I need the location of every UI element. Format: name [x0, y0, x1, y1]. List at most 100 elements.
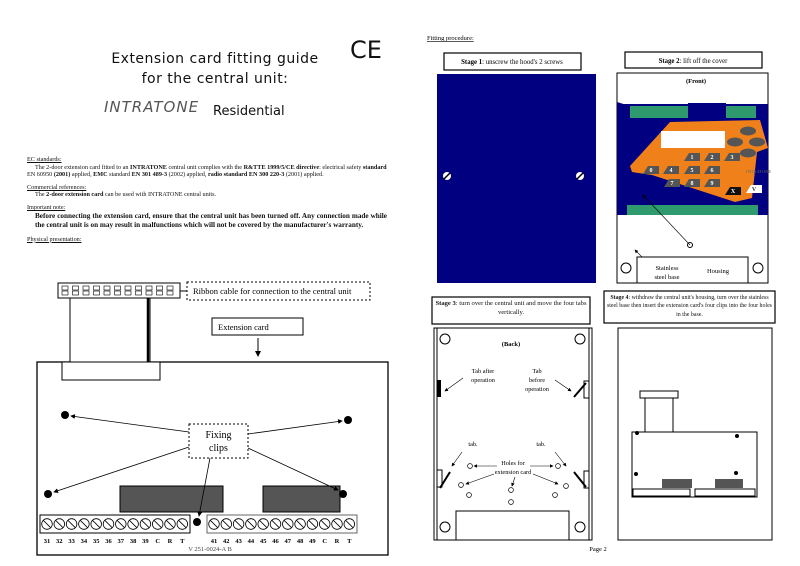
svg-text:8: 8 [691, 181, 694, 187]
housing-label: Housing [707, 268, 730, 275]
clips-label: Fixing [205, 430, 231, 441]
screw-icon [443, 172, 451, 180]
terminal-screw-icon [102, 518, 115, 530]
terminal-number: 45 [260, 538, 267, 545]
terminal-screw-icon [220, 518, 233, 530]
terminal-screw-icon [78, 518, 90, 530]
terminal-number: 35 [93, 538, 100, 545]
svg-text:2: 2 [711, 155, 714, 161]
terminal-screw-icon [245, 518, 257, 530]
ec-text: The 2-door extension card fitted to an I… [27, 163, 387, 179]
card-in-base [631, 390, 758, 498]
keypad-key[interactable]: 0 [643, 166, 659, 174]
svg-text:4: 4 [670, 168, 673, 174]
guide-title-line1: Extension card fitting guide [111, 51, 319, 67]
tab-after-label: Tab after [472, 368, 495, 375]
keypad-key[interactable]: 7 [664, 179, 680, 187]
terminal-number: 41 [211, 538, 218, 545]
svg-text:steel base: steel base [654, 274, 679, 281]
svg-text:0: 0 [650, 168, 653, 174]
svg-text:operation: operation [525, 386, 550, 393]
terminal-number: 47 [285, 538, 292, 545]
model-name: Residential [213, 104, 285, 119]
footer-reference: V 251-0024-A B [188, 546, 232, 553]
procedure-heading: Fitting procedure: [427, 35, 474, 42]
arrow-key[interactable] [740, 148, 756, 158]
arrow-key[interactable] [749, 137, 765, 147]
keypad-key[interactable]: 8 [684, 179, 700, 187]
svg-text:1: 1 [691, 155, 694, 161]
important-note: Before connecting the extension card, en… [35, 211, 387, 229]
svg-text:before: before [529, 377, 545, 384]
terminal-number: 39 [142, 538, 149, 545]
terminal-screw-icon [294, 518, 306, 530]
terminal-screw-icon [232, 518, 245, 530]
svg-text:5: 5 [691, 168, 694, 174]
stage2-label: Stage 2: lift off the cover [659, 58, 729, 65]
svg-text:9: 9 [711, 181, 714, 187]
terminal-number: 38 [130, 538, 137, 545]
terminal-screw-icon [41, 518, 53, 530]
stainless-label: Stainless [655, 265, 679, 272]
terminal-number: 32 [56, 538, 63, 545]
keypad-key[interactable]: 6 [704, 166, 720, 174]
terminal-number: 46 [272, 538, 279, 545]
terminal-screw-icon [151, 518, 164, 530]
terminal-screw-icon [282, 518, 294, 530]
keypad-key[interactable]: 9 [704, 179, 720, 187]
svg-text:operation: operation [471, 377, 496, 384]
ec-standards-section: EC standards: The 2-door extension card … [27, 156, 387, 243]
stage1-label: Stage 1: unscrew the hood's 2 screws [461, 59, 563, 66]
svg-text:extension card: extension card [495, 469, 532, 476]
ribbon-label: Ribbon cable for connection to the centr… [193, 286, 352, 296]
intratone-logo: INTRATONE [104, 98, 200, 116]
terminal-screw-icon [208, 518, 220, 530]
terminal-screw-icon [331, 518, 343, 530]
svg-text:6: 6 [711, 168, 714, 174]
terminal-number: 36 [105, 538, 112, 545]
back-label: (Back) [502, 341, 520, 348]
terminal-screw-icon [319, 518, 331, 530]
terminal-screw-icon [269, 518, 282, 530]
commercial-text: The 2-door extension card can be used wi… [35, 191, 217, 199]
guide-title-line2: for the central unit: [141, 71, 289, 87]
card-label: Extension card [218, 322, 269, 332]
terminal-number: 44 [248, 538, 255, 545]
terminal-screw-icon [257, 518, 269, 530]
keypad-key[interactable]: V [746, 185, 762, 193]
terminal-number: T [180, 538, 185, 545]
terminal-screw-icon [176, 518, 189, 530]
keypad-key[interactable]: 4 [663, 166, 679, 174]
stage4-label: Stage 4: withdraw the central unit's hou… [607, 295, 772, 318]
keypad-key[interactable]: 5 [684, 166, 700, 174]
terminal-screw-icon [127, 518, 139, 530]
terminal-screw-icon [53, 518, 66, 530]
fixing-clips [44, 411, 352, 526]
ec-heading: EC standards: [27, 156, 62, 163]
terminal-screw-icon [115, 518, 127, 530]
extension-card-holes [458, 463, 569, 505]
keypad-key[interactable]: 3 [724, 153, 740, 161]
terminal-screw-icon [90, 518, 102, 530]
tab-before-label: Tab [532, 368, 541, 375]
terminal-number: C [322, 538, 327, 545]
terminal-number: 48 [297, 538, 304, 545]
terminal-screw-icon [139, 518, 152, 530]
tab-label-left: tab. [468, 441, 478, 448]
terminal-number: 33 [68, 538, 75, 545]
svg-text:clips: clips [209, 443, 228, 454]
keypad-key[interactable]: X [725, 187, 741, 195]
terminal-screw-icon [343, 518, 356, 530]
arrow-key[interactable] [727, 137, 743, 147]
extension-card-diagram: Ribbon cable for connection to the centr… [36, 281, 389, 556]
keypad-key[interactable]: 2 [704, 153, 720, 161]
tab-label-right: tab. [536, 441, 546, 448]
front-label: (Front) [686, 78, 706, 85]
terminal-number: 42 [223, 538, 230, 545]
arrow-key[interactable] [740, 126, 756, 136]
keypad-key[interactable]: 1 [684, 153, 700, 161]
commercial-heading: Commercial references: [27, 183, 87, 191]
hood-panel [437, 74, 596, 283]
stage3-label: Stage 3: turn over the central unit and … [435, 300, 587, 316]
